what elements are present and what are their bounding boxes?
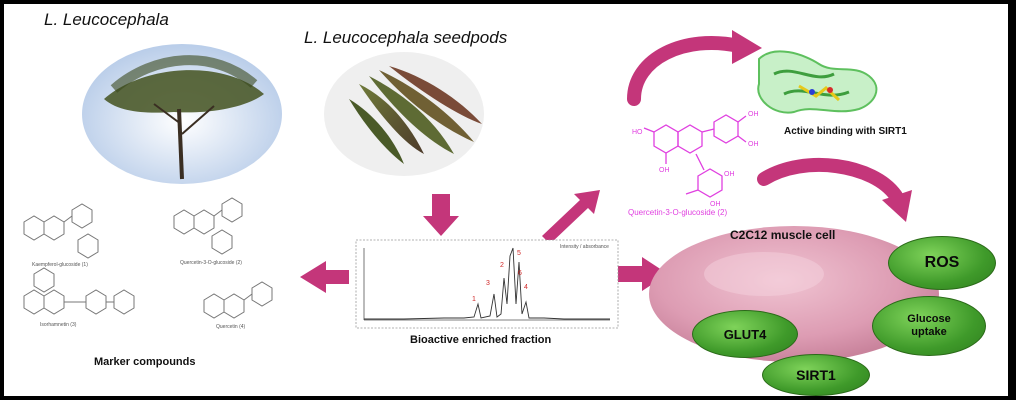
peak-label-5: 5	[517, 250, 521, 257]
marker-caption-3: Isorhamnetin (3)	[40, 322, 77, 328]
peak-label-6: 6	[518, 270, 522, 277]
arrow-up-right	[542, 190, 600, 244]
arrow-left	[300, 261, 349, 293]
chromatogram	[355, 239, 619, 329]
seedpods-title: L. Leucocephala seedpods	[304, 28, 508, 47]
chromatogram-legend: Intensity / absorbance	[560, 244, 609, 250]
svg-text:OH: OH	[710, 201, 721, 208]
quercetin-glucoside-structure	[643, 114, 747, 198]
peak-label-1: 1	[472, 296, 476, 303]
marker-structures	[23, 197, 273, 319]
marker-caption-4: Quercetin (4)	[216, 324, 246, 330]
glucose-label-line1: Glucose	[907, 313, 951, 325]
sirt1-label: SIRT1	[796, 367, 836, 383]
curved-arrow-cell	[757, 157, 903, 203]
peak-label-2: 2	[500, 262, 504, 269]
glut4-label: GLUT4	[723, 326, 767, 342]
seedpods-image	[324, 52, 484, 176]
ros-ellipse: ROS	[888, 236, 996, 290]
svg-text:HO: HO	[632, 129, 643, 136]
protein-binding-image	[757, 50, 878, 114]
svg-text:OH: OH	[748, 141, 759, 148]
marker-caption-2: Quercetin-3-O-glucoside (2)	[180, 260, 242, 266]
peak-label-4: 4	[524, 284, 528, 291]
compound-name-label: Quercetin-3-O-glucoside (2)	[628, 208, 728, 217]
svg-text:OH: OH	[659, 167, 670, 174]
diagram-graphics: HO OH OH OH OH OH	[23, 30, 939, 362]
glucose-label-line2: uptake	[911, 326, 947, 338]
svg-text:OH: OH	[748, 111, 759, 118]
marker-title: Marker compounds	[94, 356, 196, 368]
fraction-title: Bioactive enriched fraction	[410, 334, 552, 346]
ros-label: ROS	[924, 254, 960, 271]
glut4-ellipse: GLUT4	[692, 310, 798, 358]
tree-image	[82, 44, 282, 184]
marker-caption-1: Kaempferol-glucoside (1)	[32, 262, 88, 268]
curved-arrow-binding	[627, 36, 746, 106]
sirt1-ellipse: SIRT1	[762, 354, 870, 396]
peak-label-3: 3	[486, 280, 490, 287]
svg-text:OH: OH	[724, 171, 735, 178]
glucose-uptake-ellipse: Glucose uptake	[872, 296, 986, 356]
active-binding-label: Active binding with SIRT1	[784, 126, 907, 137]
cell-title: C2C12 muscle cell	[730, 228, 836, 242]
plant-title: L. Leucocephala	[44, 10, 169, 29]
arrow-down	[423, 194, 459, 236]
graphical-abstract: HO OH OH OH OH OH	[4, 4, 1008, 396]
